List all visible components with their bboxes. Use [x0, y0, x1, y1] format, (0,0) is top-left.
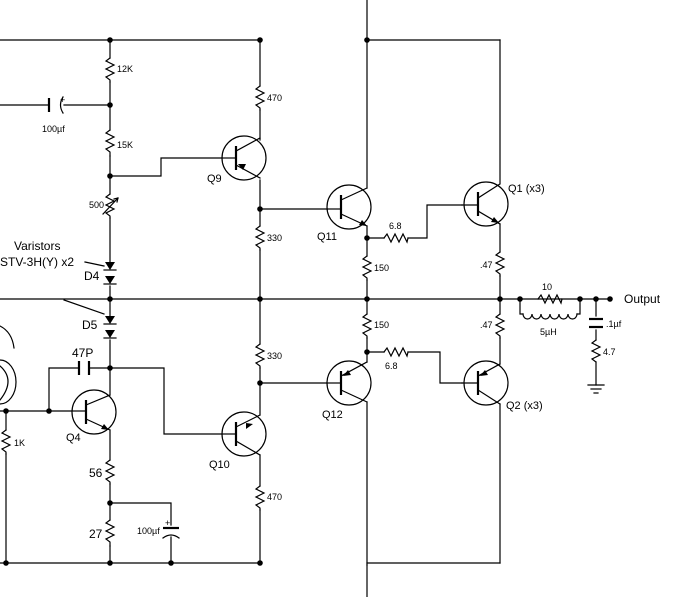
transistor-q9: [221, 135, 267, 181]
label-q1: Q1 (x3): [508, 183, 545, 195]
label-5uh: 5µH: [540, 327, 557, 337]
capacitor-47p: [77, 361, 91, 375]
diode-d4: [103, 276, 117, 285]
resistor-10: [537, 293, 563, 305]
resistor-330-top: [254, 225, 266, 251]
resistor-047-bot: [494, 313, 506, 339]
label-150-top: 150: [374, 263, 389, 273]
resistors: [0, 57, 602, 547]
wires: [0, 0, 611, 597]
capacitors: + +: [47, 95, 603, 539]
label-varistors: Varistors: [14, 239, 60, 253]
label-27: 27: [89, 527, 103, 541]
label-100uf-bot: 100µf: [137, 526, 160, 536]
label-47p: 47P: [72, 346, 93, 360]
transistors: [0, 135, 509, 457]
label-stv: STV-3H(Y) x2: [0, 255, 74, 269]
svg-text:+: +: [165, 518, 170, 528]
junctions: [3, 37, 613, 566]
resistor-12k: [104, 57, 116, 83]
diodes: [103, 262, 117, 339]
capacitor-100uf-bot: +: [162, 518, 180, 539]
label-15k: 15K: [117, 140, 133, 150]
label-500: 500: [89, 200, 104, 210]
label-10: 10: [542, 282, 552, 292]
ground-icon: [587, 384, 605, 394]
label-150-bot: 150: [374, 320, 389, 330]
transistor-q2: [461, 360, 509, 406]
transistor-partial-left: [0, 359, 17, 405]
resistor-27: [104, 519, 116, 547]
transistor-q4: [71, 389, 117, 435]
diode-1: [103, 262, 117, 271]
capacitor-100uf-top: +: [47, 95, 65, 114]
label-1uf: .1µf: [606, 319, 622, 329]
transistor-q12: [326, 360, 372, 406]
label-047-bot: .47: [480, 320, 493, 330]
inductor-5uh: [522, 313, 578, 320]
label-6-8-top: 6.8: [389, 221, 402, 231]
label-330-top: 330: [267, 233, 282, 243]
label-d4: D4: [84, 269, 100, 283]
resistor-150-top: [361, 255, 373, 281]
label-q2: Q2 (x3): [506, 400, 543, 412]
label-q10: Q10: [209, 459, 230, 471]
label-q9: Q9: [207, 173, 222, 185]
label-047-top: .47: [480, 260, 493, 270]
label-100uf-top: 100µf: [42, 124, 65, 134]
resistor-6-8-bot: [383, 346, 409, 358]
label-56: 56: [89, 466, 103, 480]
label-output: Output: [624, 292, 661, 306]
transistor-q1: [461, 181, 509, 227]
label-6-8-bot: 6.8: [385, 361, 398, 371]
label-q12: Q12: [322, 409, 343, 421]
resistor-4-7: [590, 339, 602, 363]
label-d5: D5: [82, 318, 98, 332]
label-4-7: 4.7: [603, 347, 616, 357]
label-1k: 1K: [14, 438, 25, 448]
diode-2: [103, 316, 117, 325]
pot-arrow-500: [102, 197, 119, 215]
label-12k: 12K: [117, 64, 133, 74]
svg-text:+: +: [60, 95, 65, 105]
resistor-047-top: [494, 251, 506, 277]
resistor-150-bot: [361, 313, 373, 339]
resistor-330-bot: [254, 343, 266, 369]
resistor-470-top: [254, 85, 266, 111]
transistor-q10: [221, 411, 267, 457]
resistor-1k: [0, 429, 12, 455]
label-330-bot: 330: [267, 351, 282, 361]
resistor-6-8-top: [383, 232, 409, 244]
label-q11: Q11: [317, 231, 337, 243]
label-470-top: 470: [267, 93, 282, 103]
label-470-bot: 470: [267, 492, 282, 502]
resistor-15k: [104, 129, 116, 157]
resistor-56: [104, 459, 116, 485]
capacitor-1uf: [589, 317, 603, 329]
labels: 12K 100µf 15K 500 470 Q9 330 Q11 6.8 Q1 …: [0, 64, 661, 541]
label-q4: Q4: [66, 432, 81, 444]
diode-d5: [103, 330, 117, 339]
transistor-q11: [326, 184, 372, 230]
resistor-470-bot: [254, 485, 266, 511]
